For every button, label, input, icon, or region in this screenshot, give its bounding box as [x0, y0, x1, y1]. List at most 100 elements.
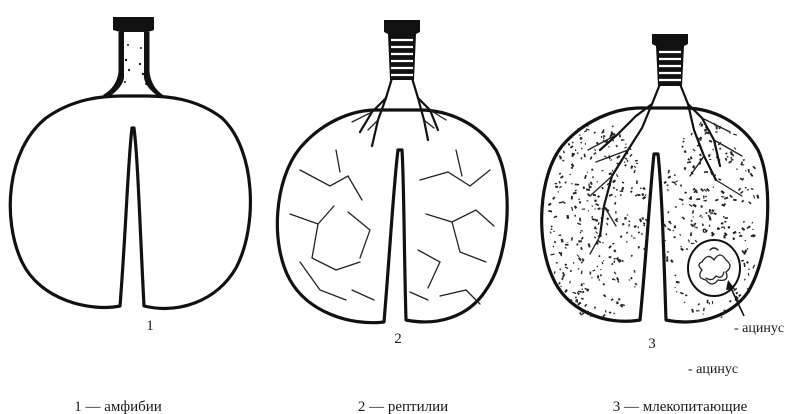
stipple-mark [553, 231, 555, 232]
figure-number-3: 3 [648, 336, 656, 352]
stipple-mark [642, 217, 644, 220]
stipple-mark [593, 194, 596, 196]
stipple-mark [705, 196, 707, 197]
stipple-mark [571, 183, 572, 184]
stipple-mark [719, 148, 721, 150]
stipple-mark [597, 277, 599, 279]
stipple-mark [595, 219, 598, 221]
stipple-mark [709, 225, 711, 227]
stipple-mark [609, 256, 612, 258]
stipple-mark [696, 310, 700, 311]
stipple-mark [745, 240, 747, 241]
stipple-mark [715, 131, 717, 132]
stipple-mark [634, 286, 635, 287]
reptile-trachea [384, 20, 420, 80]
stipple-mark [673, 230, 674, 232]
stipple-mark [643, 225, 645, 227]
stipple-mark [707, 300, 709, 304]
stipple-mark [640, 188, 641, 190]
stipple-mark [703, 229, 704, 233]
stipple-mark [589, 272, 591, 275]
figure-number-1: 1 [146, 318, 154, 334]
stipple-mark [555, 183, 557, 184]
amphibian-lung-outline [10, 96, 250, 308]
stipple-mark [565, 244, 569, 246]
stipple-mark [709, 302, 710, 304]
stipple-mark [599, 255, 601, 257]
stipple-mark [560, 286, 561, 287]
stipple-mark [597, 181, 598, 183]
stipple-mark [715, 174, 716, 175]
stipple-mark [605, 310, 606, 312]
stipple-mark [638, 226, 639, 228]
stipple-mark [668, 221, 670, 223]
stipple-mark [728, 226, 731, 228]
stipple-mark [574, 215, 576, 217]
stipple-mark [631, 235, 632, 236]
stipple-mark [701, 205, 703, 208]
stipple-mark [721, 316, 723, 318]
amphibian-lung [10, 17, 250, 308]
acinus-footnote-label: - ацинус [688, 362, 738, 377]
mammal-lung [542, 34, 768, 322]
stipple-mark [691, 243, 695, 244]
stipple-mark [694, 227, 696, 228]
stipple-mark [672, 181, 675, 183]
stipple-mark [578, 240, 582, 242]
stipple-mark [703, 200, 705, 201]
stipple-mark [565, 181, 567, 183]
caption-amphibians: 1 — амфибии [74, 399, 162, 414]
stipple-mark [577, 292, 579, 294]
stipple-mark [585, 143, 586, 145]
stipple-mark [586, 125, 588, 126]
stipple-mark [579, 312, 581, 314]
stipple-mark [571, 196, 573, 200]
stipple-mark [721, 222, 724, 224]
stipple-mark [581, 148, 582, 150]
acinus-pointer-label: - ацинус [734, 321, 784, 336]
reptile-lung [277, 20, 507, 323]
caption-reptiles: 2 — рептилии [358, 399, 448, 414]
stipple-mark [615, 211, 617, 214]
stipple-mark [712, 149, 713, 151]
stipple-mark [618, 298, 620, 300]
stipple-mark [748, 269, 749, 270]
stipple-mark [745, 187, 747, 189]
stipple-mark [725, 217, 728, 219]
stipple-mark [599, 279, 601, 281]
stipple-mark [566, 215, 569, 219]
stipple-mark [724, 221, 726, 223]
stipple-mark [704, 171, 708, 173]
stipple-mark [667, 251, 669, 252]
stipple-mark [642, 193, 644, 196]
stipple-mark [560, 156, 562, 159]
stipple-mark [592, 176, 594, 178]
stipple-mark [575, 297, 577, 299]
stipple-mark [664, 254, 665, 257]
stipple-mark [603, 260, 604, 261]
stipple-mark [561, 252, 563, 256]
stipple-mark [703, 195, 704, 198]
stipple-mark [666, 259, 668, 262]
stipple-mark [559, 202, 562, 204]
stipple-mark [691, 220, 693, 222]
stipple-mark [724, 235, 726, 239]
caption-mammals: 3 — млекопитающие [613, 399, 748, 414]
stipple-mark [578, 291, 581, 292]
stipple-mark [592, 205, 594, 206]
stipple-mark [624, 217, 626, 220]
stipple-mark [674, 225, 676, 228]
stipple-mark [603, 135, 605, 137]
stipple-mark [633, 237, 635, 238]
stipple-mark [693, 216, 694, 217]
figure-number-2: 2 [394, 331, 402, 347]
stipple-mark [601, 136, 602, 138]
stipple-mark [709, 159, 711, 160]
reptile-lung-outline [277, 110, 507, 323]
stipple-mark [580, 142, 582, 144]
stipple-mark [636, 180, 638, 184]
stipple-mark [579, 201, 581, 203]
stipple-mark [723, 216, 724, 218]
stipple-mark [606, 233, 608, 235]
